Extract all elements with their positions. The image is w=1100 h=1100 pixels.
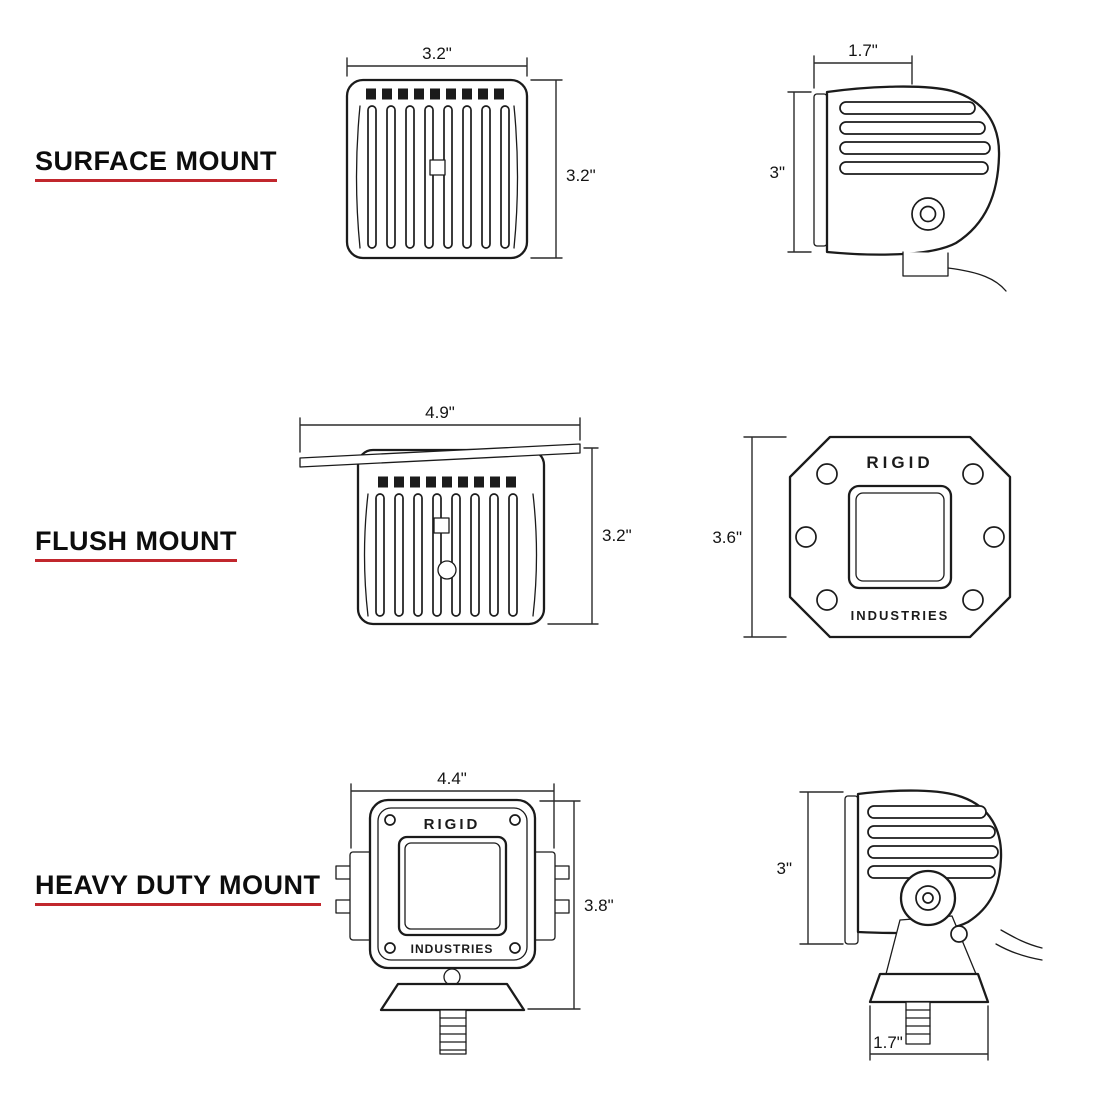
dim-flush-front-height: 3.2" <box>602 526 632 545</box>
dim-flush-front-width: 4.9" <box>425 403 455 422</box>
dim-heavy-side-depth: 1.7" <box>873 1033 903 1052</box>
dim-surface-side-height: 3" <box>770 163 786 182</box>
surface-mount-front-view <box>345 78 529 260</box>
brand-text-industries: INDUSTRIES <box>851 608 950 623</box>
dim-heavy-front-height: 3.8" <box>584 896 614 915</box>
section-label-heavy-duty-mount: HEAVY DUTY MOUNT <box>35 872 321 906</box>
surface-front-dimensions: 3.2" 3.2" <box>346 44 596 259</box>
heavy-front-dimensions: 4.4" 3.8" <box>350 769 614 1010</box>
dim-heavy-front-width: 4.4" <box>437 769 467 788</box>
heavy-duty-side-view <box>844 789 1043 1045</box>
surface-side-dimensions: 1.7" 3" <box>770 41 913 253</box>
section-label-flush-mount: FLUSH MOUNT <box>35 528 237 562</box>
dim-surface-front-width: 3.2" <box>422 44 452 63</box>
dim-flush-face-height: 3.6" <box>712 528 742 547</box>
dim-heavy-side-height: 3" <box>777 859 793 878</box>
dim-surface-side-depth: 1.7" <box>848 41 878 60</box>
heavy-side-dimensions: 3" 1.7" <box>777 791 989 1061</box>
brand-text-rigid: RIGID <box>866 453 933 472</box>
brand-text-industries: INDUSTRIES <box>411 942 494 956</box>
flush-mount-side-view <box>299 443 581 626</box>
flush-mount-front-view: RIGID INDUSTRIES <box>788 435 1012 639</box>
flush-side-dimensions: 4.9" 3.2" <box>299 403 632 625</box>
section-label-surface-mount: SURFACE MOUNT <box>35 148 277 182</box>
dim-surface-front-height: 3.2" <box>566 166 596 185</box>
surface-mount-side-view <box>813 85 1007 292</box>
heavy-duty-front-view: RIGID INDUSTRIES <box>335 798 570 1055</box>
brand-text-rigid: RIGID <box>424 816 481 833</box>
flush-face-dimensions: 3.6" <box>712 436 787 638</box>
